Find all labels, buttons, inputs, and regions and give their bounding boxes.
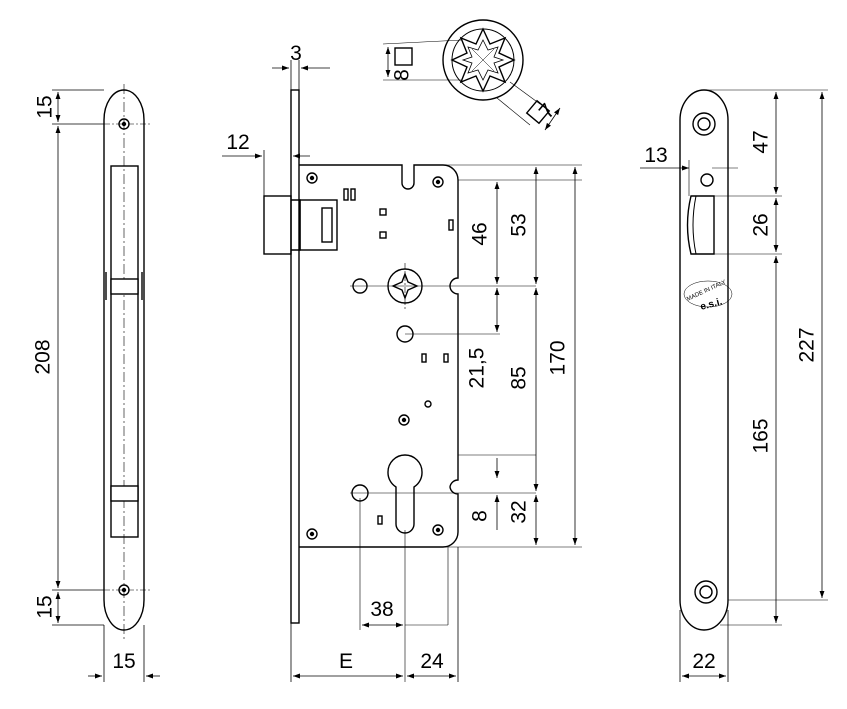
dim-53: 53: [508, 213, 531, 236]
dim-46: 46: [469, 222, 492, 245]
case-screw-tl: [306, 172, 318, 184]
dim-85: 85: [508, 366, 531, 389]
dim-right-227: 227: [796, 327, 819, 362]
strike-screw-bottom: [694, 580, 718, 604]
dim-21-5: 21,5: [466, 348, 489, 389]
front-plate-view: [103, 84, 150, 640]
dim-24: 24: [420, 650, 444, 673]
dim-left-top-15: 15: [34, 95, 57, 118]
latch-bolt: [263, 195, 292, 255]
latch-tongue: [110, 278, 139, 295]
cylinder-cutout: [387, 454, 423, 534]
dim-right-165: 165: [750, 418, 773, 453]
stamp-text-2: e.s.i.: [699, 296, 724, 312]
spindle-star: [450, 27, 516, 93]
dim-left-bottom-15: 15: [34, 595, 57, 618]
front-plate-dimensions: [52, 89, 160, 682]
dim-32: 32: [508, 500, 531, 523]
lock-case: [299, 164, 459, 548]
dim-right-26: 26: [750, 213, 773, 236]
dim-right-13: 13: [644, 144, 667, 167]
square-7: [525, 99, 551, 125]
dim-spindle-8: 8: [391, 69, 414, 81]
dim-38: 38: [370, 598, 393, 621]
lock-body-dimensions: [222, 60, 582, 682]
deadbolt-slot: [110, 485, 139, 502]
case-screw-bl: [306, 528, 318, 540]
case-screw-tr: [432, 176, 444, 188]
square-8: [394, 47, 413, 66]
dim-E: E: [339, 650, 353, 673]
front-plate-outline: [103, 89, 145, 631]
dim-170: 170: [547, 340, 570, 375]
case-screw-br: [432, 524, 444, 536]
lock-body-view: [263, 89, 536, 682]
strike-latch-opening: [686, 195, 715, 255]
dim-spindle-7: 7: [535, 100, 560, 124]
strike-plate-view: [679, 89, 733, 631]
spindle-dimensions: [382, 39, 561, 131]
dim-right-22: 22: [692, 650, 715, 673]
dim-left-208: 208: [32, 339, 55, 374]
spindle-hub: [442, 19, 524, 101]
latch-body: [299, 199, 338, 251]
spindle-detail: [394, 19, 551, 125]
stamp-oval: [683, 280, 733, 308]
dim-8: 8: [469, 510, 492, 522]
strike-plate-outline: [679, 89, 729, 631]
latch-slot: [110, 165, 139, 538]
follower-star: [391, 272, 419, 300]
dim-right-47: 47: [750, 130, 773, 153]
strike-plate-dimensions: [640, 89, 828, 682]
lock-faceplate: [290, 89, 300, 624]
dim-backset-12: 12: [226, 131, 249, 154]
strike-screw-top: [692, 112, 716, 136]
dim-faceplate-3: 3: [290, 42, 302, 65]
dim-left-width-15: 15: [112, 650, 135, 673]
